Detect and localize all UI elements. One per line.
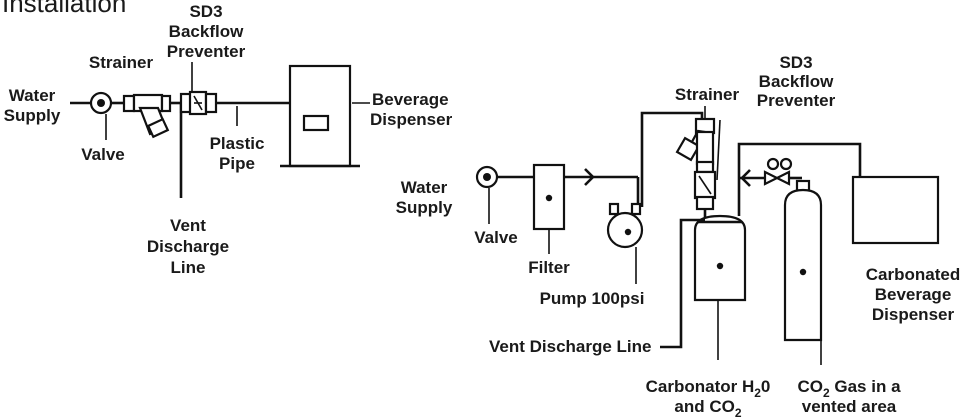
left-sd3-label-2: Backflow: [169, 22, 244, 41]
right-strainer: [675, 117, 716, 166]
left-beverage-label-1: Beverage: [372, 90, 449, 109]
right-strainer-label: Strainer: [675, 85, 740, 104]
right-filter: [532, 163, 566, 231]
right-sd3-backflow-preventer: [693, 160, 717, 211]
left-beverage-dispenser: [280, 64, 360, 168]
left-water-label-1: Water: [9, 86, 56, 105]
right-pump: [606, 202, 644, 249]
right-sd3-leader: [716, 119, 721, 181]
right-dispenser-label-1: Carbonated: [866, 265, 960, 284]
right-vent-label: Vent Discharge Line: [489, 337, 652, 356]
right-water-label-2: Supply: [396, 198, 453, 217]
left-valve-label: Valve: [81, 145, 125, 164]
right-co2-label-1: CO2 Gas in a: [797, 377, 901, 400]
left-installation: SD3 Backflow Preventer Strainer Water Su…: [4, 2, 453, 277]
left-vent-label-2: Discharge: [147, 237, 229, 256]
right-installation: Strainer SD3 Backflow Preventer Water Su…: [396, 53, 960, 420]
right-pump-label: Pump 100psi: [540, 289, 645, 308]
left-strainer: [122, 93, 172, 139]
right-valve-label: Valve: [474, 228, 518, 247]
left-beverage-label-2: Dispenser: [370, 110, 453, 129]
right-pipe-pump-strainer: [640, 111, 704, 207]
left-vent-label-3: Line: [171, 258, 206, 277]
right-beverage-dispenser: [851, 175, 940, 245]
right-carbonator: [693, 214, 747, 302]
right-carbonator-label-2: and CO2: [674, 397, 741, 420]
right-flow-arrow-1: [584, 168, 595, 186]
right-sd3-label-1: SD3: [779, 53, 812, 72]
left-water-label-2: Supply: [4, 106, 61, 125]
right-vent-discharge-pipe: [660, 218, 705, 349]
right-dispenser-label-3: Dispenser: [872, 305, 955, 324]
left-valve: [89, 91, 113, 115]
left-plastic-label-2: Pipe: [219, 154, 255, 173]
left-vent-label-1: Vent: [170, 216, 206, 235]
left-sd3-backflow-preventer: [179, 90, 218, 116]
right-sd3-label-2: Backflow: [759, 72, 834, 91]
right-carbonator-label-1: Carbonator H20: [646, 377, 771, 400]
right-flow-arrow-2: [740, 169, 751, 187]
right-water-label-1: Water: [401, 178, 448, 197]
right-filter-label: Filter: [528, 258, 570, 277]
right-co2-tank: [783, 179, 823, 342]
left-plastic-label-1: Plastic: [210, 134, 265, 153]
right-valve: [475, 165, 499, 189]
right-pipe-carb-dispenser: [737, 142, 862, 216]
right-sd3-label-3: Preventer: [757, 91, 836, 110]
right-dispenser-label-2: Beverage: [875, 285, 952, 304]
right-co2-regulator: [763, 157, 802, 186]
left-sd3-label-3: Preventer: [167, 42, 246, 61]
left-sd3-label-1: SD3: [189, 2, 222, 21]
right-co2-label-2: vented area: [802, 397, 897, 416]
left-strainer-label: Strainer: [89, 53, 154, 72]
diagram-title: Installation: [2, 0, 126, 18]
